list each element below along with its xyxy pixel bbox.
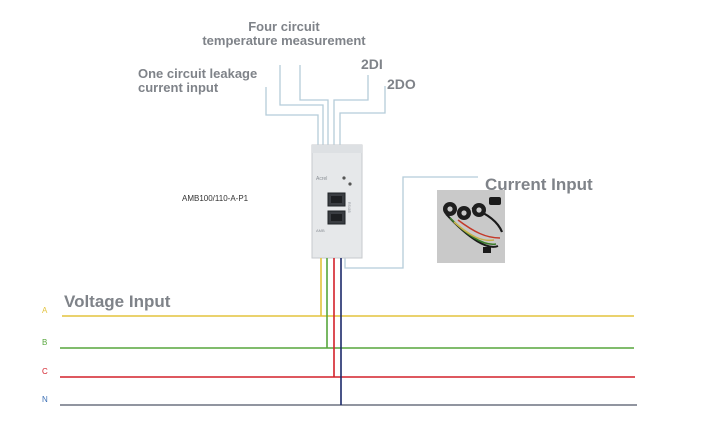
din-rail-meter-icon: Acrel RS485 AMB: [311, 144, 363, 259]
svg-text:Acrel: Acrel: [316, 176, 327, 182]
signal-wires: [265, 65, 478, 269]
voltage-drops: [320, 258, 342, 405]
leakage-label-line1: One circuit leakage: [138, 66, 258, 81]
current-transformer-photo-icon: [437, 190, 505, 263]
voltage-input-label: Voltage Input: [64, 292, 171, 311]
model-label: AMB100/110-A-P1: [182, 194, 249, 203]
temperature-label: Four circuit temperature measurement: [175, 20, 393, 48]
temp-wire-1: [279, 65, 324, 145]
di-label: 2DI: [361, 56, 383, 72]
current-input-label: Current Input: [485, 175, 593, 194]
phase-b-label: B: [42, 338, 48, 347]
di-wire: [333, 75, 369, 145]
ct-wire: [344, 176, 478, 269]
svg-text:RS485: RS485: [347, 202, 351, 213]
temperature-label-line2: temperature measurement: [202, 33, 366, 48]
leakage-label: One circuit leakage current input: [138, 67, 257, 95]
leakage-wire: [265, 87, 319, 145]
phase-a-label: A: [42, 306, 48, 315]
svg-text:AMB: AMB: [316, 228, 325, 233]
do-wire: [339, 86, 386, 145]
phase-n-label: N: [42, 395, 48, 404]
phase-c-label: C: [42, 367, 48, 376]
leakage-label-line2: current input: [138, 80, 219, 95]
phase-buses: [60, 315, 637, 406]
temperature-label-line1: Four circuit: [248, 19, 320, 34]
do-label: 2DO: [387, 76, 416, 92]
temp-wire-2: [299, 65, 329, 145]
